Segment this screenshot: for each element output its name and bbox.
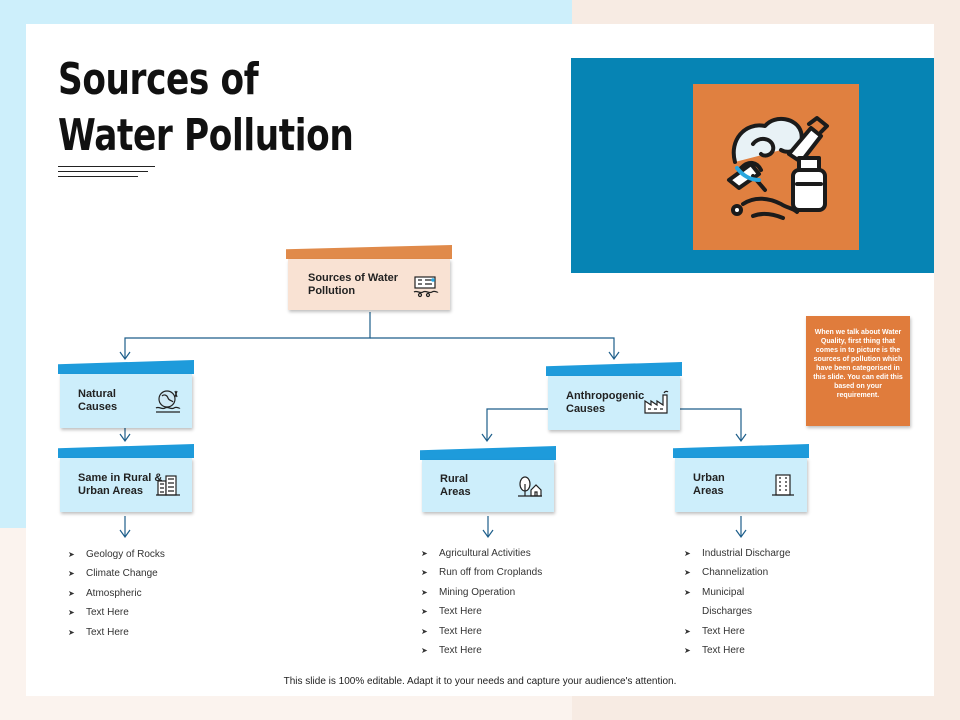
node-cap [546,362,682,376]
list-item: ➤Industrial Discharge [684,544,790,563]
bullet-arrow-icon: ➤ [421,607,428,617]
list-item: ➤Text Here [421,602,542,621]
earth-water-icon [155,390,181,413]
node-natural-causes[interactable]: Natural Causes [58,360,194,428]
factory-icon [644,390,669,414]
bullet-arrow-icon: ➤ [68,608,75,618]
title-line-1: Sources of [58,54,259,105]
list-item: ➤Atmospheric [68,584,165,603]
node-cap [673,444,809,458]
node-cap [58,444,194,458]
list-item: ➤Municipal [684,583,790,602]
building-icon [772,474,794,496]
node-label: Anthropogenic Causes [566,390,645,415]
title-underline-3 [58,176,138,177]
node-cap [58,360,194,374]
bullet-arrow-icon: ➤ [68,627,75,637]
bullet-arrow-icon: ➤ [421,549,428,558]
node-cap [286,245,452,259]
arrow-anthro [608,351,620,361]
water-pollution-icon [727,116,829,220]
list-urban-areas: ➤Industrial Discharge ➤Channelization ➤M… [684,544,790,660]
node-body: Sources of Water Pollution [288,259,450,310]
title-line-2: Water Pollution [58,110,354,161]
node-body: Natural Causes [60,374,192,428]
bullet-arrow-icon: ➤ [68,588,75,598]
node-body: Urban Areas [675,458,807,512]
list-item: ➤Text Here [68,603,165,622]
factory-pollution-icon [413,275,439,297]
list-item: ➤Text Here [684,641,790,660]
title-underline-2 [58,171,148,172]
node-anthropogenic-causes[interactable]: Anthropogenic Causes [546,362,682,430]
node-label: Urban Areas [693,472,725,497]
bullet-arrow-icon: ➤ [684,587,691,597]
arrow-urban-list [735,529,747,539]
bullet-arrow-icon: ➤ [421,568,428,578]
info-note: When we talk about Water Quality, first … [806,316,910,426]
hero-tile [693,84,859,250]
node-urban-areas[interactable]: Urban Areas [673,444,809,512]
node-same-rural-urban[interactable]: Same in Rural & Urban Areas [58,444,194,512]
bullet-arrow-icon: ➤ [684,626,691,636]
tree-house-icon [518,476,542,497]
node-label: Natural Causes [78,388,118,413]
node-root[interactable]: Sources of Water Pollution [286,245,452,310]
arrow-natural [119,351,131,361]
list-item: ➤Text Here [68,623,165,642]
connector-root [124,312,371,358]
node-label: Rural Areas [440,473,471,498]
list-item: ➤Agricultural Activities [421,544,542,563]
arrow-same-list [119,529,131,539]
footer-text: This slide is 100% editable. Adapt it to… [283,676,677,687]
bullet-arrow-icon: ➤ [68,550,75,559]
list-item: ➤Text Here [421,641,542,660]
node-label: Same in Rural & Urban Areas [78,472,163,497]
arrow-rural [481,433,493,443]
slide-title: Sources of Water Pollution [58,52,354,164]
arrow-rural-list [482,529,494,539]
arrow-same [119,433,131,443]
bullet-arrow-icon: ➤ [68,569,75,579]
bullet-arrow-icon: ➤ [684,549,691,558]
bullet-arrow-icon: ➤ [421,646,428,656]
list-item: ➤Text Here [684,622,790,641]
list-item: ➤Mining Operation [421,583,542,602]
node-body: Anthropogenic Causes [548,376,680,430]
bullet-arrow-icon: ➤ [421,626,428,636]
buildings-icon [156,475,180,496]
arrow-urban [735,433,747,443]
list-item-continuation: Discharges [702,606,753,618]
list-item: ➤Geology of Rocks [68,545,165,564]
list-item: ➤Run off from Croplands [421,563,542,582]
node-body: Same in Rural & Urban Areas [60,458,192,512]
title-underline-1 [58,166,155,167]
list-rural-areas: ➤Agricultural Activities ➤Run off from C… [421,544,542,660]
bullet-arrow-icon: ➤ [684,646,691,656]
node-cap [420,446,556,460]
bullet-arrow-icon: ➤ [684,568,691,578]
node-body: Rural Areas [422,460,554,512]
node-rural-areas[interactable]: Rural Areas [420,446,556,512]
bullet-arrow-icon: ➤ [421,587,428,597]
node-label: Sources of Water Pollution [308,271,399,297]
connector-root-right [370,337,615,358]
list-item: ➤Text Here [421,622,542,641]
list-item: ➤Channelization [684,563,790,582]
list-item: ➤Climate Change [68,564,165,583]
list-same-rural-urban: ➤Geology of Rocks ➤Climate Change ➤Atmos… [68,545,165,642]
